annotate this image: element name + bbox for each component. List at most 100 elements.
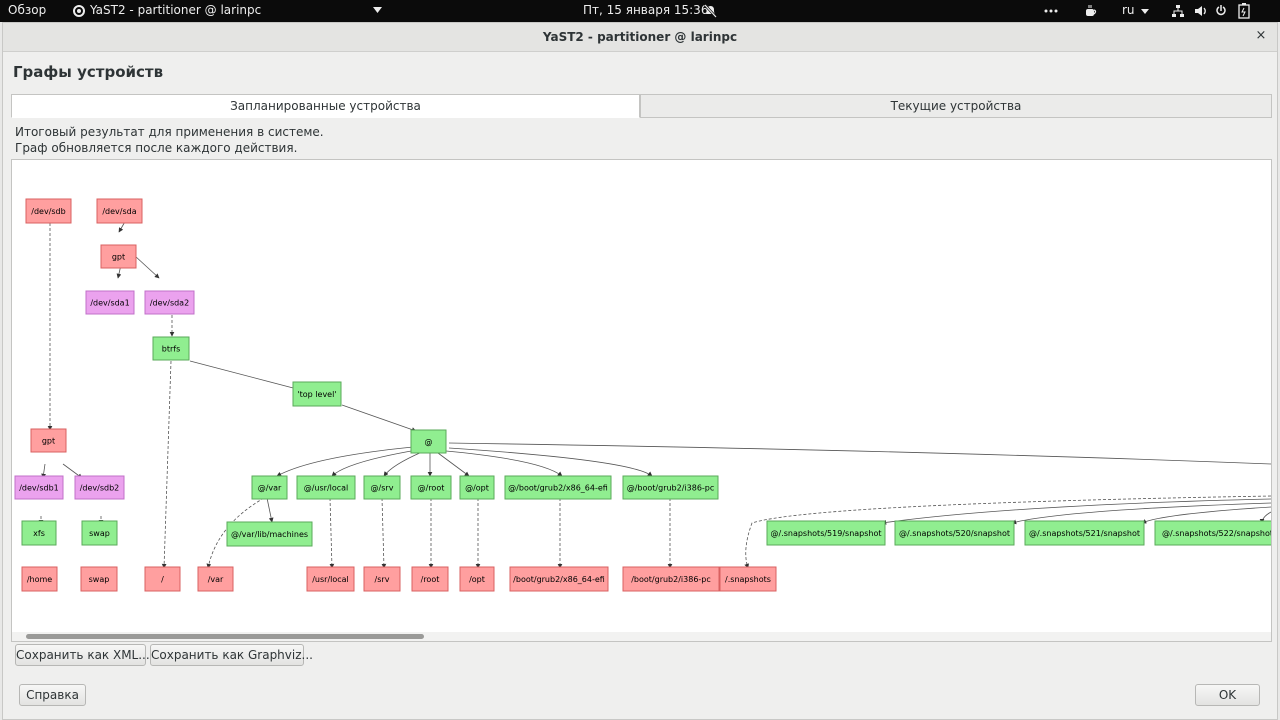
graph-node-snap521[interactable]: @/.snapshots/521/snapshot	[1024, 520, 1145, 546]
graph-node-sdb2[interactable]: /dev/sdb2	[74, 475, 125, 500]
app-menu-button[interactable]: YaST2 - partitioner @ larinpc	[90, 3, 262, 17]
notifications-muted-icon[interactable]	[704, 4, 717, 18]
graph-node-label: /home	[27, 575, 52, 584]
language-indicator[interactable]: ru	[1122, 3, 1135, 17]
graph-node-swap-fs[interactable]: swap	[81, 520, 118, 546]
graph-node-label: xfs	[33, 529, 45, 538]
graph-node-label: swap	[89, 575, 110, 584]
clock-datetime[interactable]: Пт, 15 января 15:36	[583, 3, 709, 17]
chevron-down-icon[interactable]	[1141, 9, 1149, 14]
graph-node-gpt-b[interactable]: gpt	[30, 428, 67, 453]
graph-node-sdb[interactable]: /dev/sdb	[25, 198, 72, 224]
graph-node-at[interactable]: @	[410, 429, 447, 454]
graph-node-btrfs[interactable]: btrfs	[152, 336, 190, 361]
graph-node-label: /boot/grub2/x86_64-efi	[513, 575, 605, 584]
graph-node-m-opt[interactable]: /opt	[459, 566, 495, 592]
graph-node-label: @/root	[418, 484, 445, 493]
graph-node-sv-root[interactable]: @/root	[410, 475, 452, 500]
graph-node-label: @/boot/grub2/x86_64-efi	[508, 484, 608, 493]
info-line-update: Граф обновляется после каждого действия.	[15, 141, 298, 155]
graph-node-label: /root	[421, 575, 440, 584]
graph-node-gpt-a[interactable]: gpt	[100, 244, 137, 269]
graph-node-sv-machines[interactable]: @/var/lib/machines	[226, 521, 313, 547]
graph-node-sda[interactable]: /dev/sda	[96, 198, 143, 224]
graph-node-m-snapshots[interactable]: /.snapshots	[719, 566, 777, 592]
graph-node-sv-usrlocal[interactable]: @/usr/local	[296, 475, 356, 500]
graph-node-label: @/usr/local	[304, 484, 349, 493]
save-as-xml-button[interactable]: Сохранить как XML...	[15, 644, 150, 666]
graph-node-label: @/.snapshots/522/snapshot	[1162, 529, 1271, 538]
graph-node-label: btrfs	[162, 345, 181, 354]
graph-node-label: /dev/sdb	[31, 207, 65, 216]
graph-node-label: /var	[208, 575, 224, 584]
graph-node-m-usrlocal[interactable]: /usr/local	[306, 566, 355, 592]
graph-node-sda2[interactable]: /dev/sda2	[144, 290, 195, 315]
graph-node-m-var[interactable]: /var	[197, 566, 234, 592]
graph-node-label: /dev/sda1	[90, 299, 129, 308]
page-title: Графы устройств	[13, 63, 164, 81]
graph-node-label: swap	[89, 529, 110, 538]
graph-node-label: gpt	[42, 437, 55, 446]
graph-node-label: @/.snapshots/519/snapshot	[770, 529, 881, 538]
graph-node-sda1[interactable]: /dev/sda1	[85, 290, 135, 315]
graph-node-m-swap[interactable]: swap	[80, 566, 118, 592]
graph-node-sv-srv[interactable]: @/srv	[363, 475, 401, 500]
graph-node-label: @/.snapshots/520/snapshot	[899, 529, 1010, 538]
graph-horizontal-scrollbar[interactable]	[12, 632, 1271, 641]
graph-node-label: /boot/grub2/i386-pc	[631, 575, 711, 584]
chevron-down-icon[interactable]	[373, 7, 382, 13]
graph-node-label: /.snapshots	[725, 575, 771, 584]
graph-node-label: /dev/sda	[102, 207, 136, 216]
graph-node-m-home[interactable]: /home	[21, 566, 58, 592]
coffee-cup-icon[interactable]	[1084, 4, 1098, 18]
graph-node-sv-i386[interactable]: @/boot/grub2/i386-pc	[622, 475, 719, 500]
more-dots-icon[interactable]	[1044, 9, 1058, 13]
graph-node-label: gpt	[112, 253, 125, 262]
graph-node-label: /dev/sdb1	[19, 484, 59, 493]
power-icon[interactable]	[1216, 4, 1226, 18]
yast-app-icon	[73, 5, 85, 17]
graph-node-label: @/var	[258, 484, 282, 493]
tab-current-devices[interactable]: Текущие устройства	[640, 94, 1272, 118]
graph-node-toplevel[interactable]: 'top level'	[292, 381, 342, 407]
volume-icon[interactable]	[1194, 4, 1208, 18]
graph-node-label: @/var/lib/machines	[231, 530, 308, 539]
battery-icon[interactable]	[1238, 3, 1250, 19]
graph-node-label: /usr/local	[312, 575, 349, 584]
graph-node-label: @	[425, 438, 433, 447]
graph-node-label: /srv	[375, 575, 390, 584]
graph-node-m-rootdir[interactable]: /root	[411, 566, 449, 592]
scrollbar-thumb[interactable]	[26, 634, 424, 639]
window-title: YaST2 - partitioner @ larinpc	[542, 30, 738, 44]
activities-button[interactable]: Обзор	[8, 3, 47, 17]
graph-node-m-i386[interactable]: /boot/grub2/i386-pc	[622, 566, 720, 592]
graph-node-label: @/.snapshots/521/snapshot	[1029, 529, 1140, 538]
graph-node-label: /dev/sdb2	[80, 484, 120, 493]
network-wired-icon[interactable]	[1171, 4, 1185, 18]
tab-planned-devices[interactable]: Запланированные устройства	[11, 94, 640, 118]
graph-node-snap519[interactable]: @/.snapshots/519/snapshot	[766, 520, 886, 546]
graph-node-m-x86[interactable]: /boot/grub2/x86_64-efi	[509, 566, 609, 592]
device-graph[interactable]: /dev/sdb/dev/sda gpt/dev/sda1/dev/sda2 btr…	[12, 160, 1271, 633]
graph-node-label: /dev/sda2	[150, 299, 189, 308]
graph-node-label: /	[161, 575, 164, 584]
graph-node-snap522[interactable]: @/.snapshots/522/snapshot	[1154, 520, 1271, 546]
graph-node-m-srv[interactable]: /srv	[363, 566, 401, 592]
graph-node-sv-var[interactable]: @/var	[251, 475, 288, 500]
graph-node-m-root[interactable]: /	[144, 566, 181, 592]
close-icon[interactable]: ×	[1255, 28, 1267, 43]
graph-node-sv-x86[interactable]: @/boot/grub2/x86_64-efi	[504, 475, 612, 500]
graph-node-label: @/opt	[465, 484, 489, 493]
ok-button[interactable]: OK	[1195, 684, 1260, 706]
window-titlebar[interactable]: YaST2 - partitioner @ larinpc ×	[3, 23, 1277, 52]
help-button[interactable]: Справка	[19, 684, 86, 706]
graph-node-xfs[interactable]: xfs	[21, 520, 57, 546]
graph-node-sv-opt[interactable]: @/opt	[459, 475, 495, 500]
device-graph-view[interactable]: /dev/sdb/dev/sda gpt/dev/sda1/dev/sda2 btr…	[11, 159, 1272, 642]
graph-node-label: /opt	[469, 575, 485, 584]
graph-node-sdb1[interactable]: /dev/sdb1	[14, 475, 64, 500]
graph-node-snap520[interactable]: @/.snapshots/520/snapshot	[894, 520, 1015, 546]
graph-node-label: @/srv	[371, 484, 394, 493]
system-top-bar: Обзор YaST2 - partitioner @ larinpc Пт, …	[0, 0, 1280, 22]
save-as-graphviz-button[interactable]: Сохранить как Graphviz...	[150, 644, 313, 666]
